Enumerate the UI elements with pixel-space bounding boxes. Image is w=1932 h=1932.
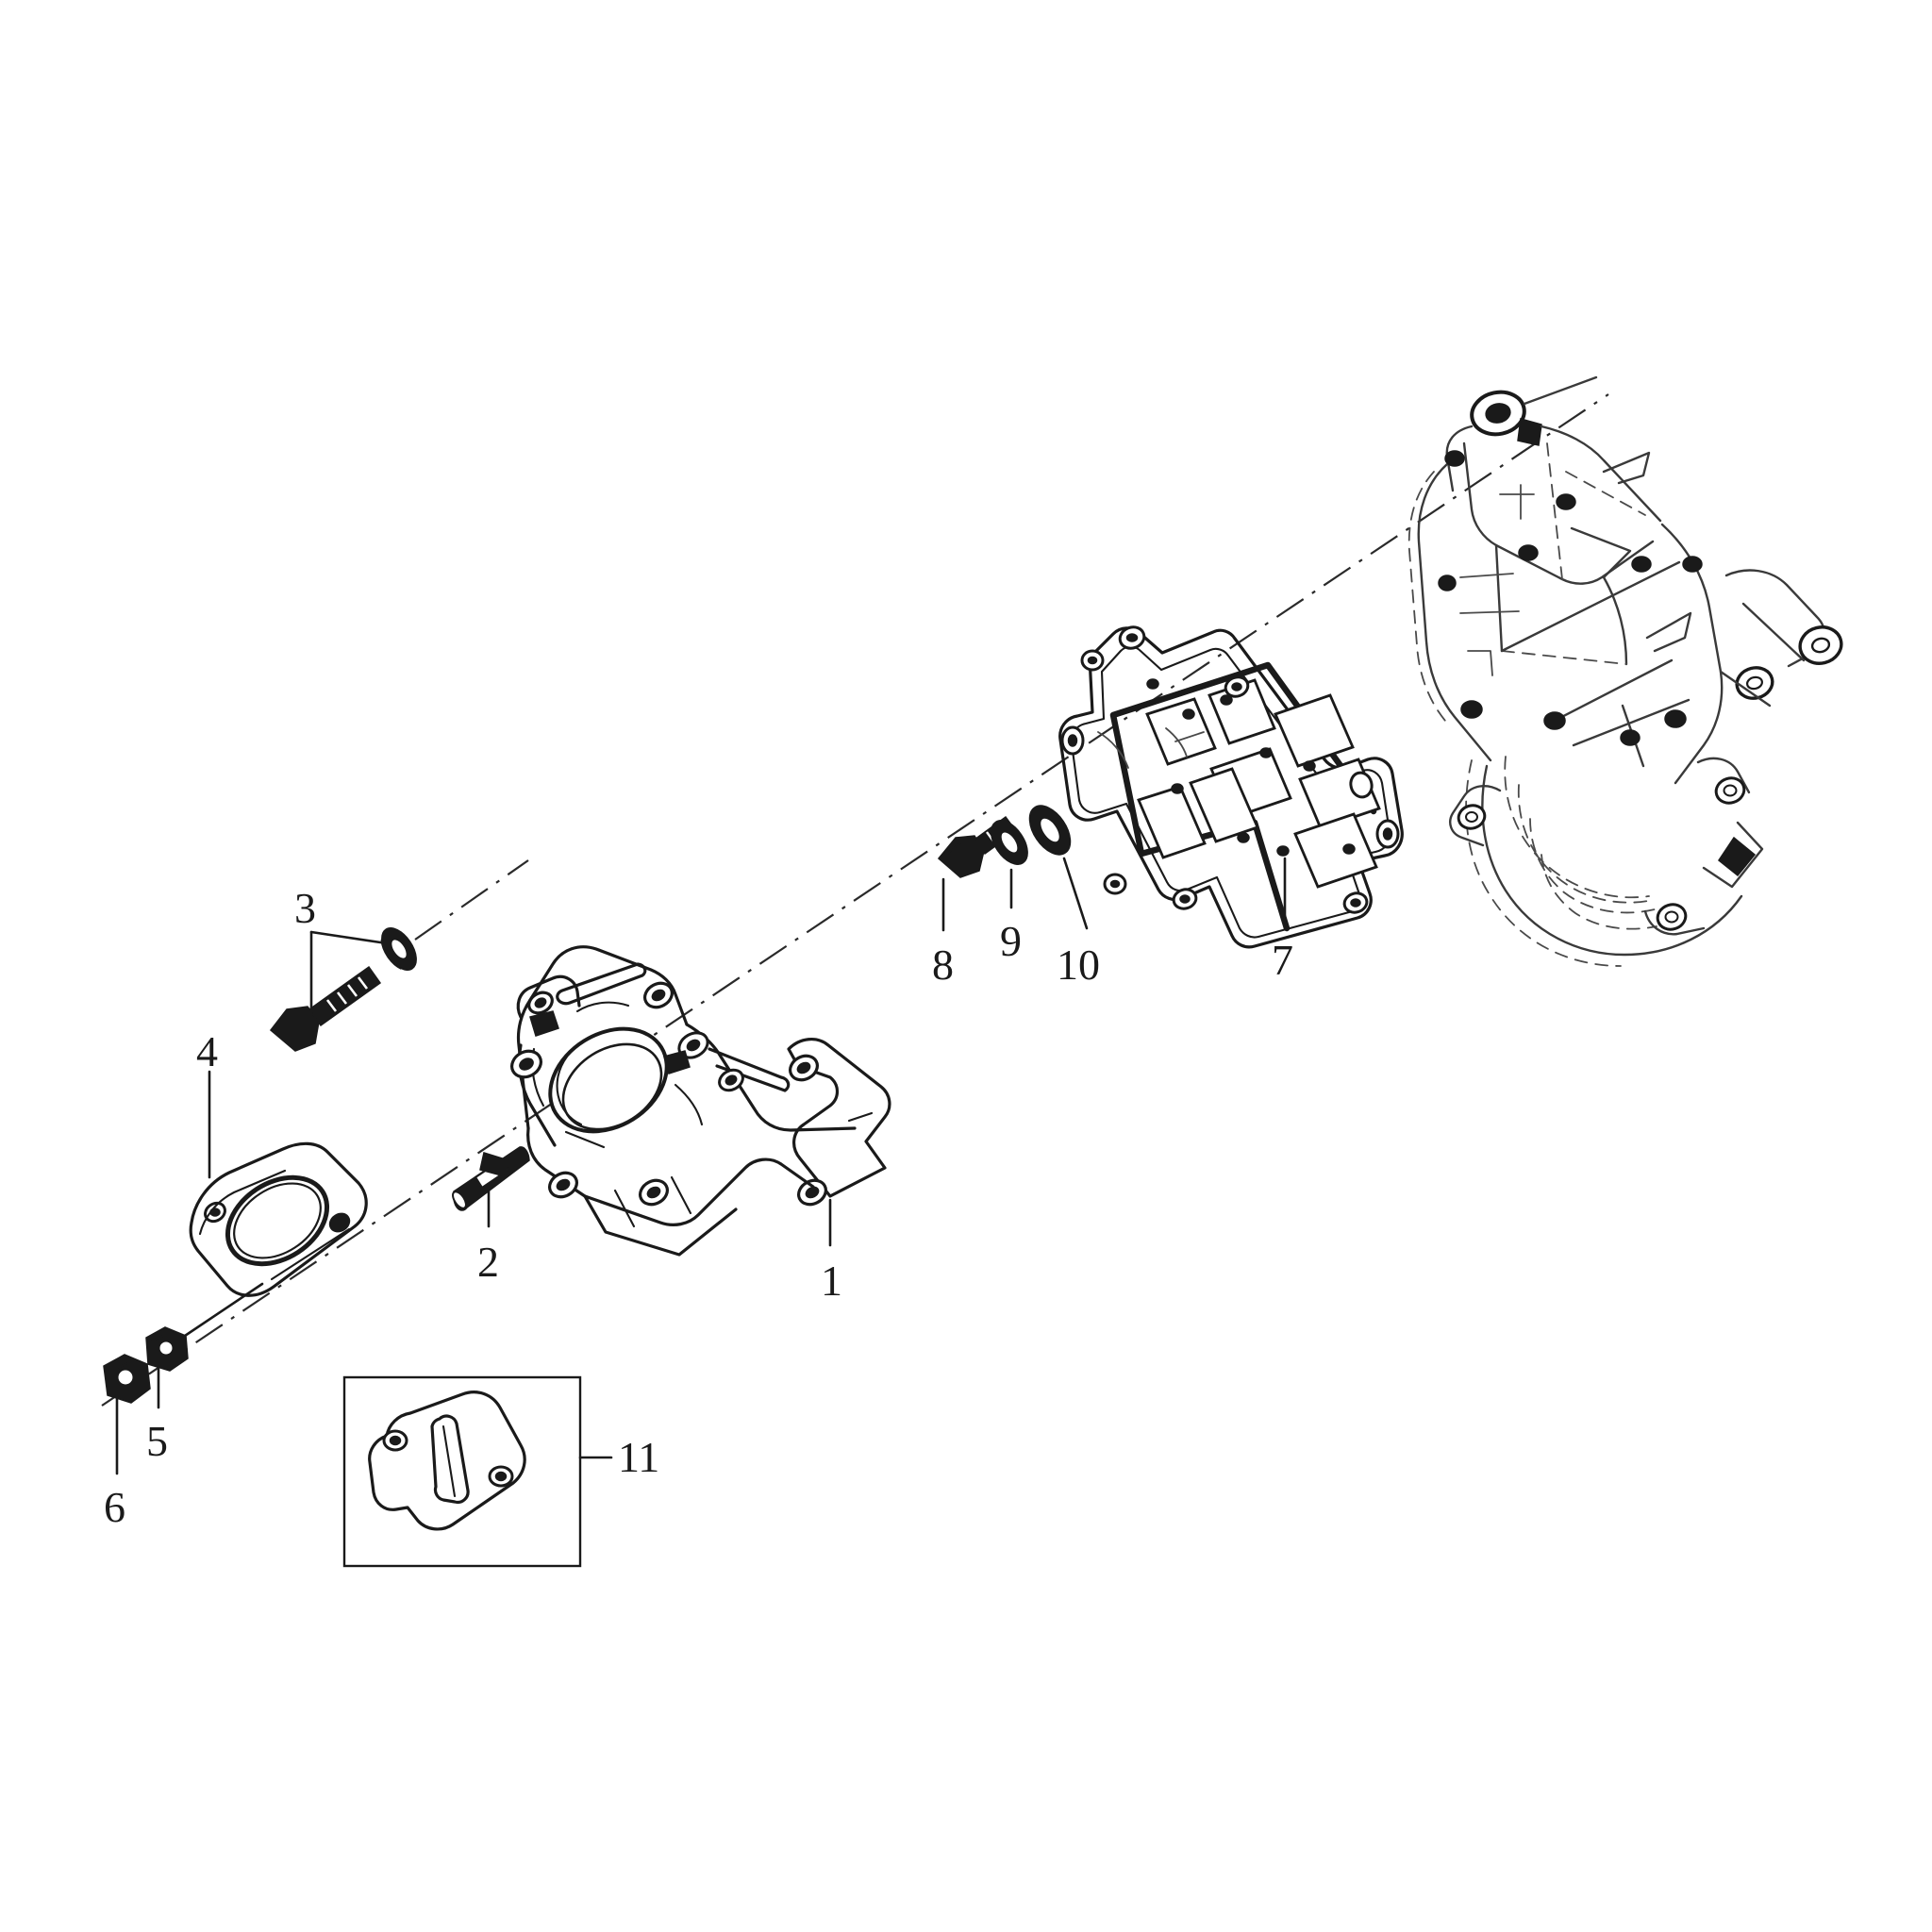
part-1-front-cover-housing [479, 945, 891, 1257]
callout-label-8: 8 [932, 941, 954, 989]
assembly-centerline [101, 393, 1609, 1407]
callout-label-4: 4 [196, 1027, 218, 1075]
part-5-lock-washer [145, 1326, 189, 1372]
leader-washer-to-housing [414, 859, 529, 941]
callout-leader-lines [115, 857, 1287, 1475]
leader-3-branch [309, 930, 389, 945]
callout-label-10: 10 [1057, 941, 1100, 989]
callout-label-5: 5 [146, 1417, 168, 1465]
part-3-plain-washer [380, 927, 417, 971]
bell-housing-case [1407, 375, 1843, 967]
part-6-hex-nut [103, 1354, 151, 1404]
part-11-detail-inset [342, 1375, 582, 1568]
part-4-oval-gasket [189, 1141, 368, 1297]
leader-line-fastener-to-gasket [180, 1282, 264, 1340]
part-10-plain-washer [1028, 805, 1072, 856]
callout-label-2: 2 [477, 1238, 499, 1286]
part-3-bolt [269, 965, 382, 1052]
callout-label-7: 7 [1272, 936, 1293, 984]
callout-label-11: 11 [618, 1433, 660, 1481]
callout-label-9: 9 [1000, 917, 1022, 965]
leader-10 [1062, 857, 1089, 930]
callout-label-1: 1 [821, 1257, 842, 1305]
callout-label-3: 3 [294, 884, 316, 932]
part-9-spring-washer [991, 820, 1028, 865]
part-7-baffle-plate [1058, 625, 1404, 949]
callout-label-6: 6 [104, 1483, 125, 1531]
